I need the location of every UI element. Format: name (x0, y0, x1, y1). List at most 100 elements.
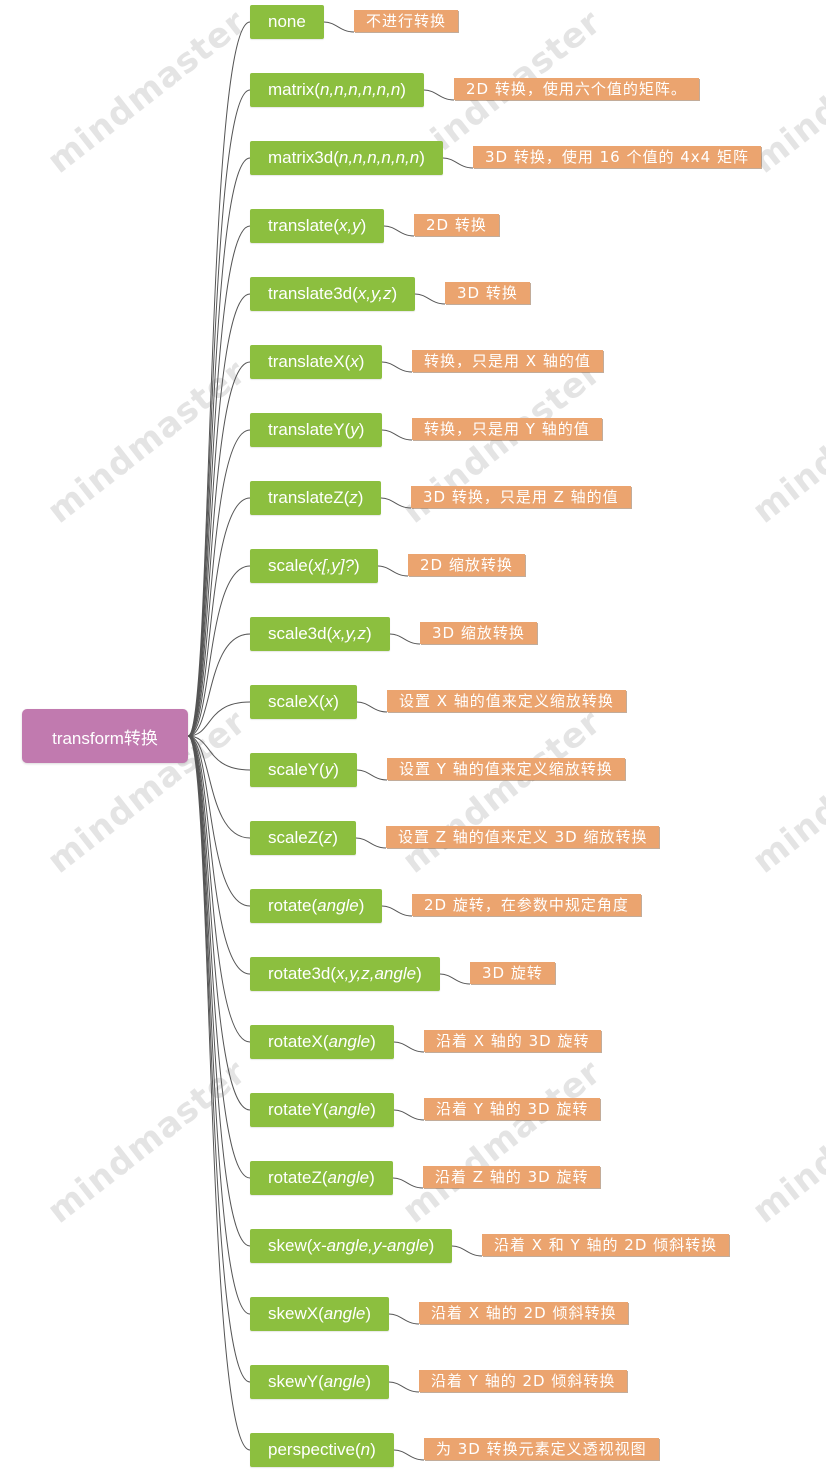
open-paren: ( (322, 1032, 329, 1051)
connector-root-to-scaley (187, 735, 251, 771)
subtopic-perspective[interactable]: perspective(n) (250, 1433, 394, 1467)
connector-root-to-skewx (187, 735, 251, 1315)
close-paren: ) (333, 760, 339, 779)
subtopic-function-args: n (360, 1440, 371, 1459)
note-none[interactable]: 不进行转换 (354, 10, 459, 32)
note-scalex[interactable]: 设置 X 轴的值来定义缩放转换 (387, 690, 626, 712)
note-rotatey[interactable]: 沿着 Y 轴的 3D 旋转 (424, 1098, 601, 1120)
note-matrix3d[interactable]: 3D 转换，使用 16 个值的 4x4 矩阵 (473, 146, 761, 168)
connector-to-note-skewx (388, 1313, 420, 1325)
close-paren: ) (416, 964, 422, 983)
connector-to-note-translate3d (414, 293, 446, 305)
close-paren: ) (365, 1304, 372, 1323)
subtopic-scaley[interactable]: scaleY(y) (250, 753, 357, 787)
note-scaley[interactable]: 设置 Y 轴的值来定义缩放转换 (387, 758, 625, 780)
note-skew[interactable]: 沿着 X 和 Y 轴的 2D 倾斜转换 (482, 1234, 730, 1256)
connector-root-to-translatex (187, 361, 251, 737)
note-scale3d[interactable]: 3D 缩放转换 (420, 622, 537, 644)
subtopic-function-name: scale3d (268, 624, 327, 643)
note-rotatex[interactable]: 沿着 X 轴的 3D 旋转 (424, 1030, 602, 1052)
connector-root-to-rotatex (187, 735, 251, 1043)
subtopic-function-name: rotateY (268, 1100, 323, 1119)
close-paren: ) (419, 148, 425, 167)
subtopic-translatex[interactable]: translateX(x) (250, 345, 383, 379)
note-scale[interactable]: 2D 缩放转换 (408, 554, 525, 576)
open-paren: ( (306, 1236, 313, 1255)
subtopic-rotatex[interactable]: rotateX(angle) (250, 1025, 394, 1059)
subtopic-function-args: y (324, 760, 334, 779)
open-paren: ( (314, 80, 320, 99)
connector-to-note-rotatex (393, 1041, 425, 1053)
note-rotate3d[interactable]: 3D 旋转 (470, 962, 555, 984)
connector-root-to-translate3d (187, 293, 251, 737)
connector-root-to-scale3d (187, 633, 251, 737)
subtopic-skewx[interactable]: skewX(angle) (250, 1297, 390, 1331)
note-matrix[interactable]: 2D 转换，使用六个值的矩阵。 (454, 78, 699, 100)
close-paren: ) (365, 1372, 372, 1391)
root-topic-transform[interactable]: transform转换 (22, 709, 188, 763)
subtopic-translate3d[interactable]: translate3d(x,y,z) (250, 277, 416, 311)
subtopic-matrix[interactable]: matrix(n,n,n,n,n,n) (250, 73, 424, 107)
note-scalez[interactable]: 设置 Z 轴的值来定义 3D 缩放转换 (386, 826, 660, 848)
close-paren: ) (391, 284, 398, 303)
close-paren: ) (358, 420, 365, 439)
connector-to-note-rotatey (393, 1109, 425, 1121)
open-paren: ( (352, 284, 358, 303)
note-translatey[interactable]: 转换，只是用 Y 轴的值 (412, 418, 602, 440)
subtopic-function-args: angle (323, 1372, 366, 1391)
note-rotatez[interactable]: 沿着 Z 轴的 3D 旋转 (423, 1166, 601, 1188)
subtopic-function-name: matrix (268, 80, 315, 99)
open-paren: ( (333, 216, 339, 235)
note-rotate[interactable]: 2D 旋转，在参数中规定角度 (412, 894, 641, 916)
note-skewy[interactable]: 沿着 Y 轴的 2D 倾斜转换 (419, 1370, 628, 1392)
subtopic-function-args: x,y,z,angle (336, 964, 417, 983)
connector-root-to-none (187, 21, 251, 737)
subtopic-function-name: rotateX (268, 1032, 323, 1051)
subtopic-scale3d[interactable]: scale3d(x,y,z) (250, 617, 390, 651)
subtopic-scalex[interactable]: scaleX(x) (250, 685, 357, 719)
subtopic-function-name: rotateZ (268, 1168, 322, 1187)
subtopic-function-name: scale (268, 556, 308, 575)
connector-to-note-translatez (380, 497, 412, 509)
note-skewx[interactable]: 沿着 X 轴的 2D 倾斜转换 (419, 1302, 629, 1324)
subtopic-skewy[interactable]: skewY(angle) (250, 1365, 390, 1399)
open-paren: ( (318, 1372, 324, 1391)
watermark-text: mindmaster (395, 702, 610, 882)
subtopic-skew[interactable]: skew(x-angle,y-angle) (250, 1229, 453, 1263)
open-paren: ( (319, 760, 325, 779)
subtopic-function-name: translateY (268, 420, 345, 439)
note-translatez[interactable]: 3D 转换，只是用 Z 轴的值 (411, 486, 631, 508)
connector-to-note-skewy (388, 1381, 420, 1393)
subtopic-scale[interactable]: scale(x[,y]?) (250, 549, 378, 583)
connector-to-note-translatey (381, 429, 413, 441)
subtopic-translatey[interactable]: translateY(y) (250, 413, 383, 447)
subtopic-rotate3d[interactable]: rotate3d(x,y,z,angle) (250, 957, 440, 991)
connector-root-to-translatez (187, 497, 251, 737)
close-paren: ) (365, 624, 372, 643)
subtopic-translatez[interactable]: translateZ(z) (250, 481, 382, 515)
connector-root-to-rotate (187, 735, 251, 907)
subtopic-rotate[interactable]: rotate(angle) (250, 889, 383, 923)
subtopic-scalez[interactable]: scaleZ(z) (250, 821, 356, 855)
connector-to-note-rotatez (392, 1177, 424, 1189)
subtopic-function-name: translate3d (268, 284, 353, 303)
connector-root-to-translatey (187, 429, 251, 737)
subtopic-function-name: skewY (268, 1372, 319, 1391)
subtopic-translate[interactable]: translate(x,y) (250, 209, 385, 243)
connector-to-note-matrix3d (442, 157, 474, 169)
note-translate3d[interactable]: 3D 转换 (445, 282, 530, 304)
close-paren: ) (370, 1100, 376, 1119)
subtopic-function-name: scaleZ (268, 828, 319, 847)
subtopic-none[interactable]: none (250, 5, 324, 39)
subtopic-function-name: rotate3d (268, 964, 331, 983)
subtopic-rotatez[interactable]: rotateZ(angle) (250, 1161, 393, 1195)
note-translate[interactable]: 2D 转换 (414, 214, 499, 236)
subtopic-matrix3d[interactable]: matrix3d(n,n,n,n,n,n) (250, 141, 443, 175)
subtopic-function-name: translate (268, 216, 334, 235)
watermark-text: mindmaster (40, 2, 255, 182)
note-perspective[interactable]: 为 3D 转换元素定义透视视图 (424, 1438, 659, 1460)
close-paren: ) (353, 556, 360, 575)
subtopic-function-name: perspective (268, 1440, 355, 1459)
note-translatex[interactable]: 转换，只是用 X 轴的值 (412, 350, 603, 372)
subtopic-rotatey[interactable]: rotateY(angle) (250, 1093, 394, 1127)
